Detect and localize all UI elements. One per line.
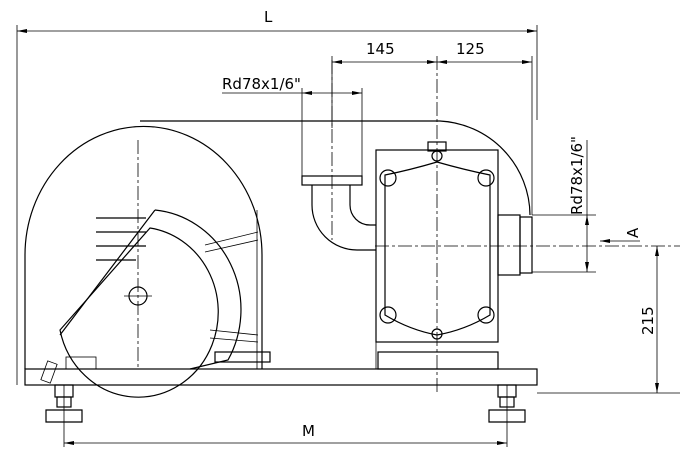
inlet-pipe (301, 175, 376, 251)
dimension-215: 215 (537, 246, 680, 394)
inlet-thread-label: Rd78x1/6" (222, 75, 301, 93)
dimension-125-label: 125 (456, 40, 485, 58)
vacuum-pump (375, 141, 533, 370)
dimension-outlet-thread: Rd78x1/6" (532, 136, 596, 273)
outlet-thread-label: Rd78x1/6" (568, 136, 586, 215)
enclosure-hood (24, 120, 531, 369)
dimension-L-label: L (264, 8, 273, 26)
view-A-label: A (624, 227, 642, 238)
dimension-L: L (16, 8, 538, 385)
dimension-M: M (64, 422, 507, 445)
dimension-215-label: 215 (639, 306, 657, 335)
view-marker-A: A (600, 227, 642, 243)
dimension-145-label: 145 (366, 40, 395, 58)
base-frame (24, 368, 538, 447)
dimension-M-label: M (302, 422, 315, 440)
dimension-inlet-thread: Rd78x1/6" (222, 75, 363, 176)
